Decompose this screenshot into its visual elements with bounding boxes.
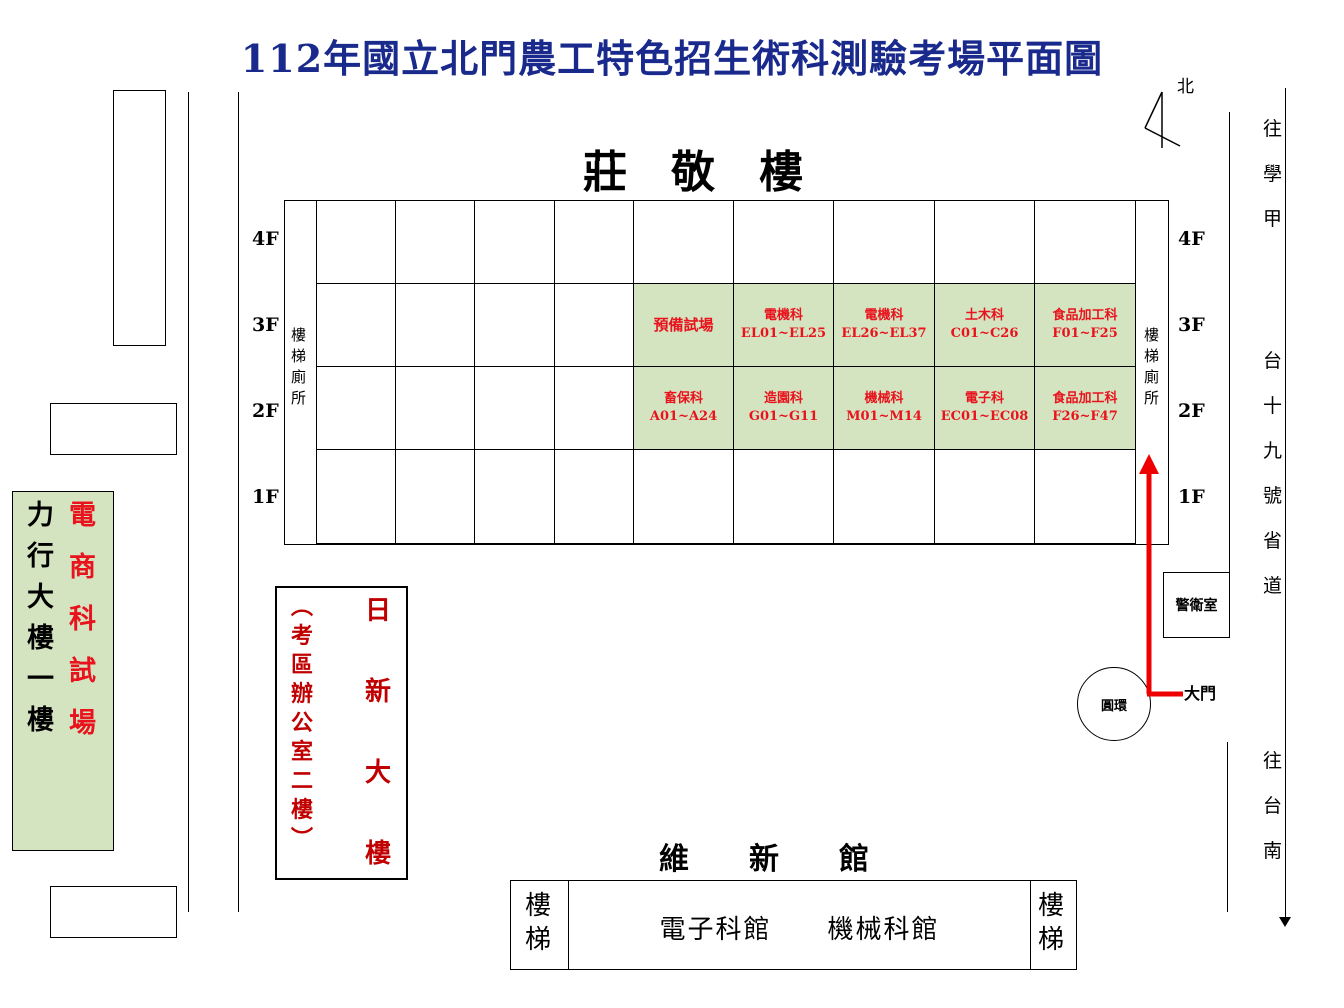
classroom: [316, 450, 396, 544]
classroom: [555, 450, 634, 544]
room-name: 電機科: [864, 308, 904, 324]
roundabout: 圓環: [1077, 667, 1151, 741]
room-range: EL26~EL37: [841, 326, 927, 341]
room-range: F26~F47: [1052, 409, 1118, 424]
small-building: [50, 403, 177, 455]
room-range: G01~G11: [748, 409, 819, 424]
exam-room: 電機科 EL26~EL37: [834, 284, 935, 367]
room-name: 電子科: [964, 391, 1004, 407]
room-name: 造園科: [763, 391, 803, 407]
provincial-road-line: [1285, 88, 1286, 922]
classroom: [316, 200, 396, 284]
classroom: [396, 450, 475, 544]
room-name: 畜保科: [663, 391, 703, 407]
rixin-building: ︵ 考 區 辦 公 室 二 樓 ︶ 日 新 大 樓: [275, 586, 408, 880]
room-range: M01~M14: [846, 409, 922, 424]
road-to-xuejia-label: 往 學 甲: [1263, 118, 1283, 230]
room-name: 食品加工科: [1052, 308, 1118, 324]
road-line: [1227, 742, 1228, 912]
classroom: [1035, 200, 1136, 284]
classroom: [396, 284, 475, 367]
exam-room: 電子科 EC01~EC08: [935, 367, 1035, 450]
classroom: [834, 450, 935, 544]
left-building-block: [113, 90, 166, 346]
classroom: [475, 200, 555, 284]
floor-label-left-4f: 4F: [252, 228, 279, 250]
classroom: [1035, 450, 1136, 544]
north-arrow-icon: [1144, 91, 1181, 148]
exam-room: 土木科 C01~C26: [935, 284, 1035, 367]
room-range: EL01~EL25: [740, 326, 827, 341]
road-line: [188, 92, 189, 912]
road-to-tainan-label: 往 台 南: [1263, 750, 1283, 862]
weixin-stair-right: 樓 梯: [1030, 881, 1076, 969]
room-range: C01~C26: [950, 326, 1019, 341]
classroom: [734, 450, 834, 544]
floor-label-right-3f: 3F: [1178, 314, 1205, 336]
classroom: [834, 200, 935, 284]
classroom: [396, 367, 475, 450]
classroom: [475, 450, 555, 544]
floor-label-right-4f: 4F: [1178, 228, 1205, 250]
exam-room: 造園科 G01~G11: [734, 367, 834, 450]
exam-room: 電機科 EL01~EL25: [734, 284, 834, 367]
road-line: [238, 92, 239, 912]
classroom: [316, 284, 396, 367]
classroom: [634, 200, 734, 284]
room-range: F01~F25: [1052, 326, 1118, 341]
floor-label-left-2f: 2F: [252, 400, 279, 422]
arrow-down-icon: [1279, 917, 1291, 927]
room-name: 預備試場: [653, 315, 714, 334]
ecommerce-exam-label: 電 商 科 試 場: [69, 500, 96, 739]
room-range: A01~A24: [649, 409, 718, 424]
main-gate-label: 大門: [1184, 684, 1217, 703]
classroom: [475, 367, 555, 450]
guard-room: 警衛室: [1163, 572, 1230, 638]
small-building: [50, 886, 177, 938]
classroom: [475, 284, 555, 367]
classroom: [316, 367, 396, 450]
road-line: [1229, 112, 1230, 638]
classroom: [396, 200, 475, 284]
weixin-hall: 樓 梯 樓 梯 電子科館 機械科館: [510, 880, 1077, 970]
main-building-name: 莊 敬 樓: [583, 147, 803, 198]
stair-restroom-left: 樓 梯 廁 所: [291, 326, 307, 407]
page-title: 112年國立北門農工特色招生術科測驗考場平面圖: [240, 36, 1104, 81]
weixin-stair-left: 樓 梯: [511, 881, 569, 969]
weixin-hall-name: 維 新 館: [659, 842, 869, 877]
classroom: [555, 284, 634, 367]
room-name: 電機科: [763, 308, 803, 324]
lixing-building: 力 行 大 樓 一 樓 電 商 科 試 場: [12, 491, 114, 851]
floor-label-right-2f: 2F: [1178, 400, 1205, 422]
exam-room: 畜保科 A01~A24: [634, 367, 734, 450]
floor-label-left-3f: 3F: [252, 314, 279, 336]
room-name: 土木科: [964, 308, 1004, 324]
classroom: [555, 367, 634, 450]
stair-restroom-right: 樓 梯 廁 所: [1144, 326, 1160, 407]
room-range: EC01~EC08: [940, 409, 1029, 424]
exam-room: 食品加工科 F01~F25: [1035, 284, 1136, 367]
classroom: [935, 450, 1035, 544]
classroom: [634, 450, 734, 544]
classroom: [555, 200, 634, 284]
classroom: [734, 200, 834, 284]
floor-label-right-1f: 1F: [1178, 486, 1205, 508]
route-arrow-icon: [1139, 454, 1183, 697]
compass-label: 北: [1177, 77, 1194, 97]
floor-label-left-1f: 1F: [252, 486, 279, 508]
exam-room: 機械科 M01~M14: [834, 367, 935, 450]
rixin-label: 日 新 大 樓: [365, 596, 392, 869]
room-name: 機械科: [864, 391, 904, 407]
room-name: 食品加工科: [1052, 391, 1118, 407]
provincial-road-19-label: 台 十 九 號 省 道: [1263, 350, 1283, 597]
exam-room: 食品加工科 F26~F47: [1035, 367, 1136, 450]
exam-room: 預備試場: [634, 284, 734, 367]
weixin-halls-label: 電子科館 機械科館: [659, 915, 940, 945]
classroom: [935, 200, 1035, 284]
exam-office-label: ︵ 考 區 辦 公 室 二 樓 ︶: [291, 594, 314, 852]
lixing-label: 力 行 大 樓 一 樓: [27, 500, 54, 736]
